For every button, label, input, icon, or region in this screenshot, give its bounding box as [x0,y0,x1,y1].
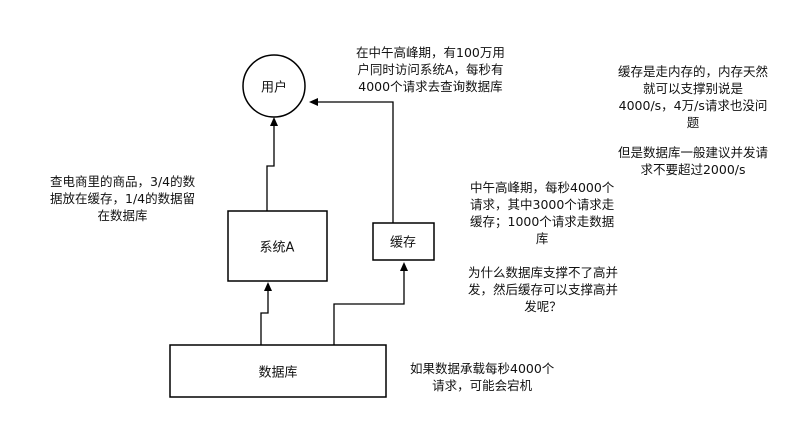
cache-node [372,222,435,261]
note-db-limit: 但是数据库一般建议并发请 求不要超过2000/s [618,144,768,178]
note-line: 题 [686,115,700,130]
note-line: 为什么数据库支撑不了高并 [468,265,619,280]
note-line: 户同时访问系统A，每秒有 [357,62,504,77]
user-label: 用户 [260,80,288,96]
note-line: 缓存；1000个请求走数据 [470,214,615,229]
cache-label: 缓存 [389,235,417,251]
note-line: 发，然后缓存可以支撑高并 [468,282,619,297]
note-product-query: 查电商里的商品，3/4的数 据放在缓存，1/4的数据留 在数据库 [50,173,195,224]
note-line: 请求，其中3000个请求走 [470,197,615,212]
note-line: 缓存是走内存的，内存天然 [618,64,769,79]
note-line: 据放在缓存，1/4的数据留 [50,191,196,206]
arrowhead-db-to-cache [400,262,408,271]
note-line: 请求，可能会宕机 [432,378,533,393]
note-line: 就可以支撑别说是 [643,81,744,96]
arrowhead-system-to-user [270,117,278,126]
database-label: 数据库 [258,365,298,381]
note-line: 但是数据库一般建议并发请 [618,145,769,160]
arrowhead-db-to-system [264,282,272,291]
note-line: 求不要超过2000/s [640,162,746,177]
note-peak-user: 在中午高峰期，有100万用 户同时访问系统A，每秒有 4000个请求去查询数据库 [356,44,505,95]
arrowhead-cache-to-user [309,98,318,106]
note-line: 中午高峰期，每秒4000个 [470,180,615,195]
note-line: 发呢？ [524,299,562,314]
note-line: 4000个请求去查询数据库 [358,79,503,94]
system-a-label: 系统A [259,240,295,256]
database-node [169,344,387,398]
connector-system-to-user [266,124,275,211]
note-peak-split: 中午高峰期，每秒4000个 请求，其中3000个请求走 缓存；1000个请求走数… [470,179,614,247]
note-db-crash: 如果数据承载每秒4000个 请求，可能会宕机 [410,360,554,394]
note-line: 查电商里的商品，3/4的数 [50,174,196,189]
note-line: 4000/s，4万/s请求也没问 [618,98,768,113]
connector-db-to-cache [333,270,405,345]
note-cache-memory: 缓存是走内存的，内存天然 就可以支撑别说是 4000/s，4万/s请求也没问 题 [618,63,768,131]
note-line: 库 [535,231,549,246]
note-line: 如果数据承载每秒4000个 [410,361,555,376]
system-a-node [227,210,328,282]
note-line: 在中午高峰期，有100万用 [356,45,505,60]
connector-db-to-system [260,290,269,345]
note-why-question: 为什么数据库支撑不了高并 发，然后缓存可以支撑高并 发呢？ [468,264,618,315]
connector-cache-to-user [318,101,394,223]
note-line: 在数据库 [97,208,148,223]
